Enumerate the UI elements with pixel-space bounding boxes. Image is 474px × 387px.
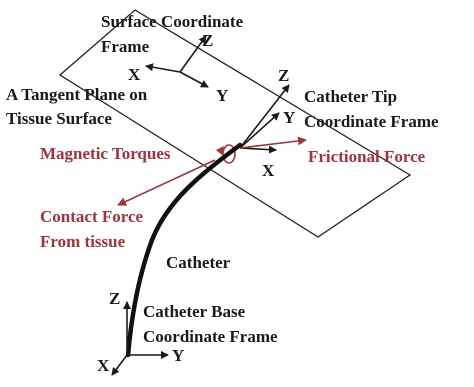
tip-z-axis [239, 84, 290, 149]
tip-frame-axes [239, 84, 290, 154]
tip-x-label: X [262, 161, 275, 180]
tangent-plane [58, 9, 412, 238]
surface-y-label: Y [216, 86, 228, 105]
catheter-label: Catheter [166, 253, 231, 272]
tip-y-axis [239, 112, 280, 149]
base-x-axis [111, 354, 128, 376]
tip-x-axis [239, 145, 277, 154]
tip-z-label: Z [278, 66, 289, 85]
base-x-label: X [97, 356, 110, 375]
magnetic-torque-loop [222, 144, 236, 164]
magnetic-torques-label: Magnetic Torques [40, 144, 171, 163]
tangent-plane-label-line2: Tissue Surface [6, 109, 112, 128]
catheter-body [125, 142, 243, 358]
surface-frame-label-line1: Surface Coordinate [101, 12, 244, 31]
contact-force-arrow [117, 159, 216, 206]
tip-frame-label-line1: Catheter Tip [304, 87, 397, 106]
base-frame-label-line2: Coordinate Frame [143, 327, 278, 346]
base-frame-axes [111, 301, 169, 376]
surface-y-axis [179, 71, 209, 88]
surface-z-axis [179, 35, 207, 73]
tip-frame-label-line2: Coordinate Frame [304, 112, 439, 131]
frictional-force-arrow [239, 136, 307, 149]
frictional-force-label: Frictional Force [308, 147, 426, 166]
tangent-plane-label-line1: A Tangent Plane on [6, 85, 148, 104]
base-frame-label-line1: Catheter Base [143, 302, 246, 321]
contact-force-label-line2: From tissue [40, 232, 126, 251]
surface-frame-axes [145, 35, 209, 88]
base-y-label: Y [172, 346, 184, 365]
magnetic-torque-arrowhead [216, 146, 224, 155]
contact-force-label-line1: Contact Force [40, 207, 144, 226]
base-z-label: Z [109, 289, 120, 308]
surface-x-axis [145, 63, 181, 73]
surface-frame-label-line2: Frame [101, 37, 150, 56]
surface-z-label: Z [202, 31, 213, 50]
surface-x-label: X [128, 65, 141, 84]
tip-y-label: Y [283, 108, 295, 127]
